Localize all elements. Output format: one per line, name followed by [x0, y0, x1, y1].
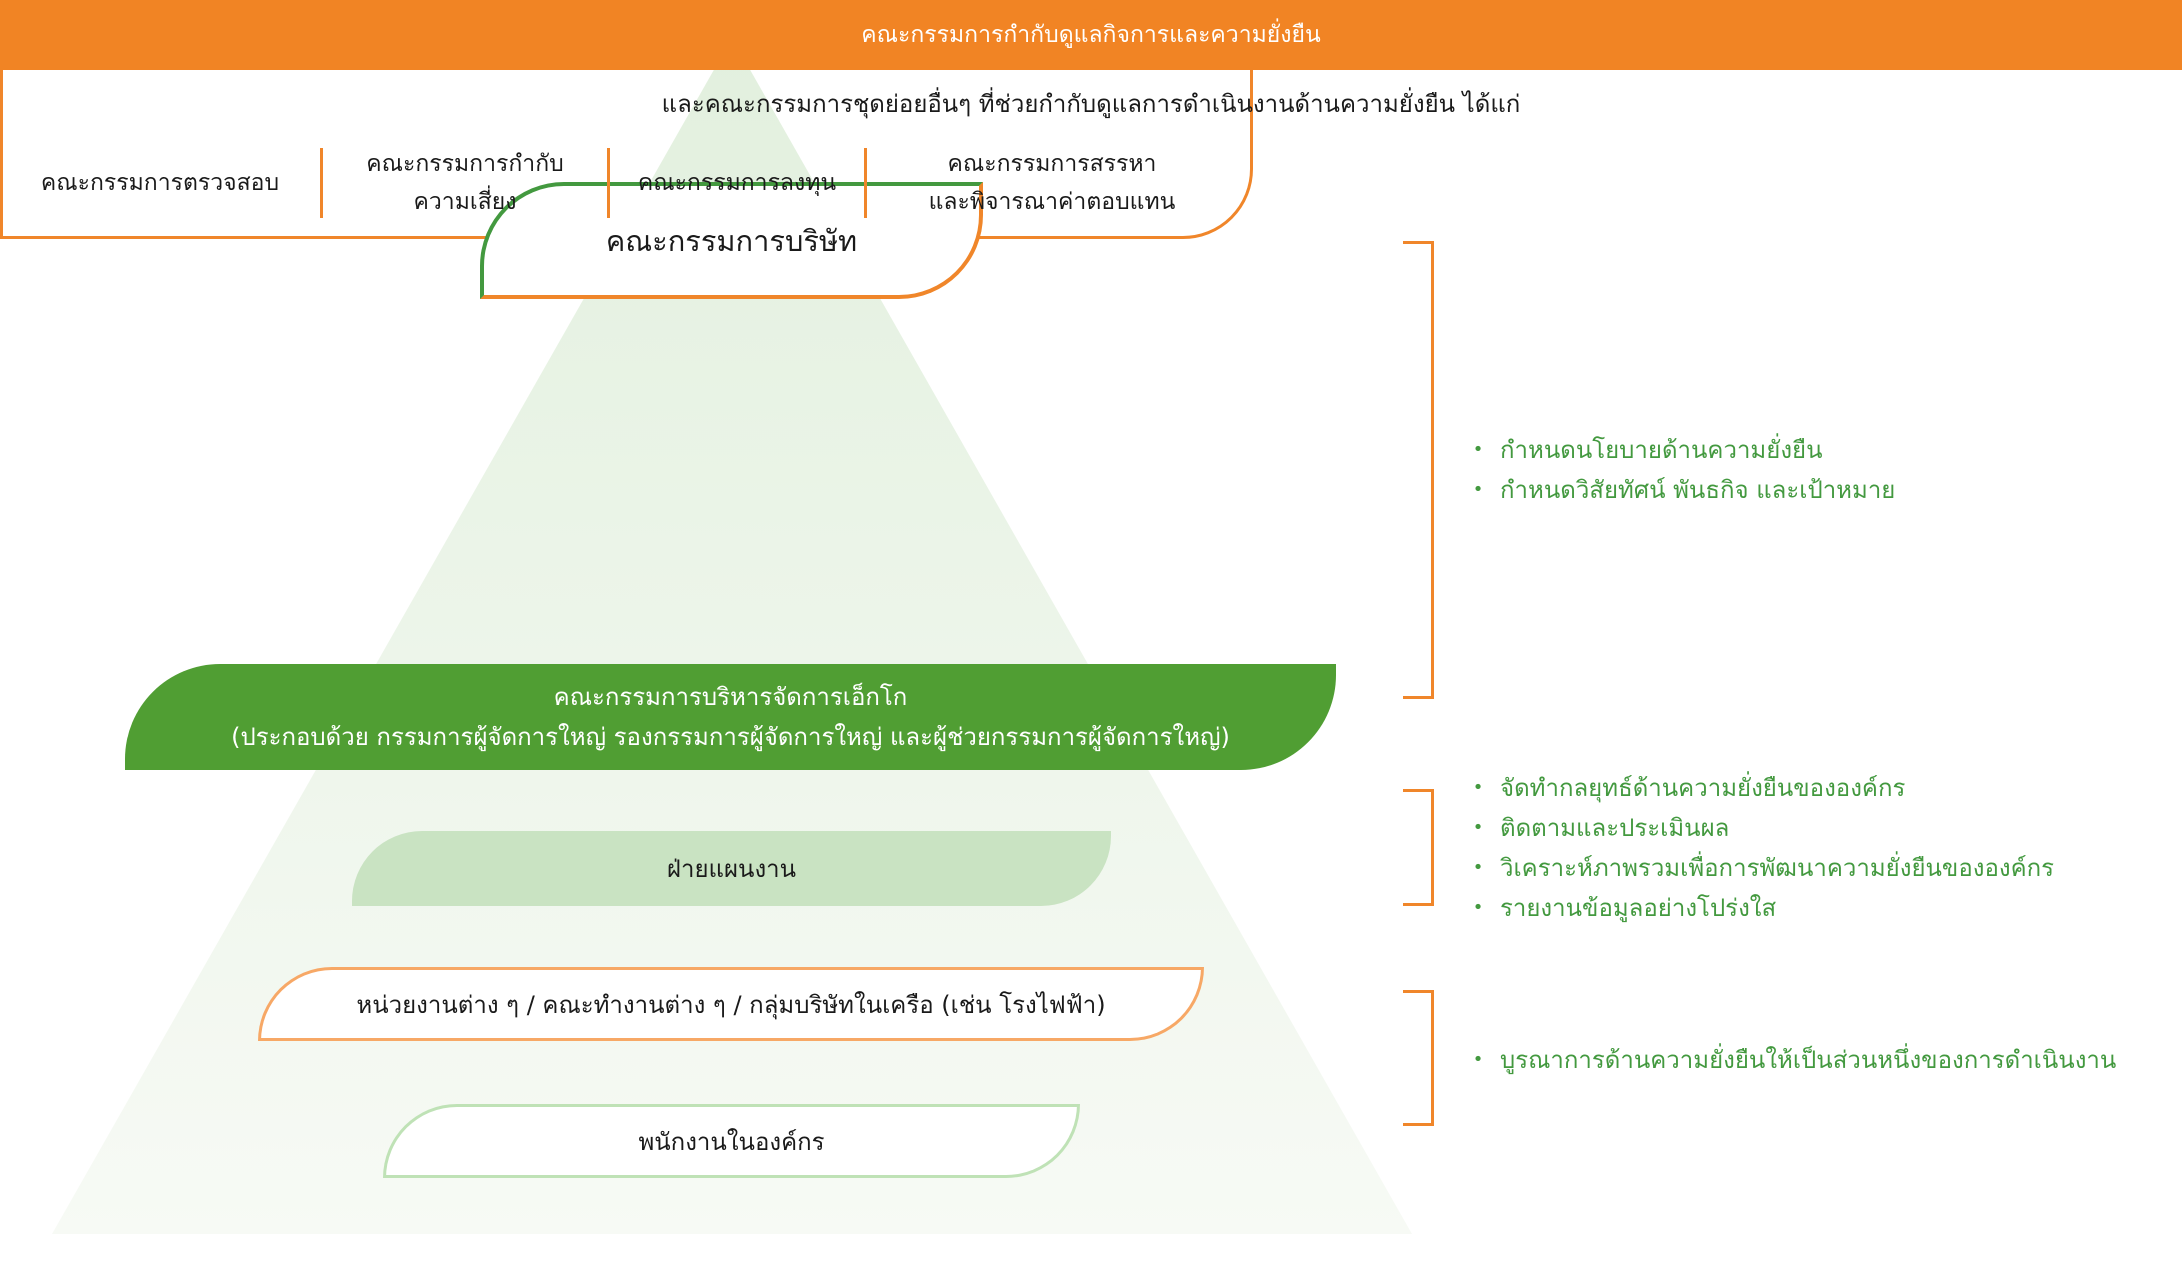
executive-committee-box: คณะกรรมการบริหารจัดการเอ็กโก (ประกอบด้วย…	[125, 664, 1336, 770]
bracket-management	[1403, 789, 1434, 906]
sustainability-committee-title: คณะกรรมการกำกับดูแลกิจการและความยั่งยืน	[861, 22, 1321, 48]
responsibility-text: บูรณาการด้านความยั่งยืนให้เป็นส่วนหนึ่งข…	[1500, 1046, 2117, 1074]
bullet-dot-icon: •	[1472, 897, 1484, 918]
board-label: คณะกรรมการบริษัท	[605, 223, 858, 258]
responsibility-list-operations: • บูรณาการด้านความยั่งยืนให้เป็นส่วนหนึ่ง…	[1470, 1040, 2117, 1080]
bullet-dot-icon: •	[1472, 817, 1484, 838]
bullet-dot-icon: •	[1472, 857, 1484, 878]
pyramid-shape	[52, 38, 1412, 1234]
bullet-dot-icon: •	[1472, 439, 1484, 460]
subcommittee-label: คณะกรรมการสรรหา	[947, 151, 1157, 177]
responsibility-text: รายงานข้อมูลอย่างโปร่งใส	[1500, 894, 1777, 922]
subcommittee-label: คณะกรรมการตรวจสอบ	[40, 170, 280, 196]
responsibility-item: • จัดทำกลยุทธ์ด้านความยั่งยืนขององค์กร	[1470, 768, 2054, 808]
units-label: หน่วยงานต่าง ๆ / คณะทำงานต่าง ๆ / กลุ่มบ…	[356, 990, 1106, 1019]
subcommittee-risk: คณะกรรมการกำกับ ความเสี่ยง	[320, 148, 607, 218]
bullet-dot-icon: •	[1472, 1049, 1484, 1070]
responsibility-item: • รายงานข้อมูลอย่างโปร่งใส	[1470, 888, 2054, 928]
sustainability-committee-header: คณะกรรมการกำกับดูแลกิจการและความยั่งยืน	[0, 0, 2182, 70]
responsibility-item: • บูรณาการด้านความยั่งยืนให้เป็นส่วนหนึ่ง…	[1470, 1040, 2117, 1080]
responsibility-item: • กำหนดวิสัยทัศน์ พันธกิจ และเป้าหมาย	[1470, 470, 1896, 510]
sustainability-committee-box: คณะกรรมการกำกับดูแลกิจการและความยั่งยืน …	[0, 0, 2182, 239]
subcommittee-row: คณะกรรมการตรวจสอบ คณะกรรมการกำกับ ความเส…	[0, 148, 2182, 218]
responsibility-text: จัดทำกลยุทธ์ด้านความยั่งยืนขององค์กร	[1500, 774, 1906, 802]
bracket-governance	[1403, 241, 1434, 699]
responsibility-list-management: • จัดทำกลยุทธ์ด้านความยั่งยืนขององค์กร • ต…	[1470, 768, 2054, 928]
bracket-operations	[1403, 990, 1434, 1126]
subcommittee-nomination: คณะกรรมการสรรหา และพิจารณาค่าตอบแทน	[864, 148, 1237, 218]
employees-box: พนักงานในองค์กร	[383, 1104, 1080, 1178]
bullet-dot-icon: •	[1472, 777, 1484, 798]
responsibility-item: • วิเคราะห์ภาพรวมเพื่อการพัฒนาความยั่งยืน…	[1470, 848, 2054, 888]
bullet-dot-icon: •	[1472, 479, 1484, 500]
responsibility-text: กำหนดนโยบายด้านความยั่งยืน	[1500, 436, 1823, 464]
subcommittee-label: คณะกรรมการกำกับ	[366, 151, 564, 177]
responsibility-item: • ติดตามและประเมินผล	[1470, 808, 2054, 848]
sustainability-committee-subtitle: และคณะกรรมการชุดย่อยอื่นๆ ที่ช่วยกำกับดู…	[661, 90, 1521, 118]
responsibility-text: กำหนดวิสัยทัศน์ พันธกิจ และเป้าหมาย	[1500, 476, 1896, 504]
subcommittee-label-line2: ความเสี่ยง	[413, 189, 517, 215]
planning-department-box: ฝ่ายแผนงาน	[352, 831, 1111, 906]
responsibility-item: • กำหนดนโยบายด้านความยั่งยืน	[1470, 430, 1895, 470]
planning-label: ฝ่ายแผนงาน	[666, 855, 797, 883]
subcommittee-investment: คณะกรรมการลงทุน	[607, 148, 864, 218]
units-box: หน่วยงานต่าง ๆ / คณะทำงานต่าง ๆ / กลุ่มบ…	[258, 967, 1204, 1041]
responsibility-text: ติดตามและประเมินผล	[1500, 814, 1730, 842]
responsibility-text: วิเคราะห์ภาพรวมเพื่อการพัฒนาความยั่งยืนข…	[1500, 854, 2055, 882]
subcommittee-label-line2: และพิจารณาค่าตอบแทน	[928, 189, 1176, 215]
employees-label: พนักงานในองค์กร	[638, 1127, 825, 1156]
subcommittee-audit: คณะกรรมการตรวจสอบ	[0, 148, 320, 218]
executive-committee-title: คณะกรรมการบริหารจัดการเอ็กโก	[553, 683, 908, 711]
subcommittee-label: คณะกรรมการลงทุน	[637, 170, 837, 196]
executive-committee-subtitle: (ประกอบด้วย กรรมการผู้จัดการใหญ่ รองกรรม…	[231, 723, 1230, 751]
responsibility-list-governance: • กำหนดนโยบายด้านความยั่งยืน • กำหนดวิสัยท…	[1470, 430, 1896, 510]
